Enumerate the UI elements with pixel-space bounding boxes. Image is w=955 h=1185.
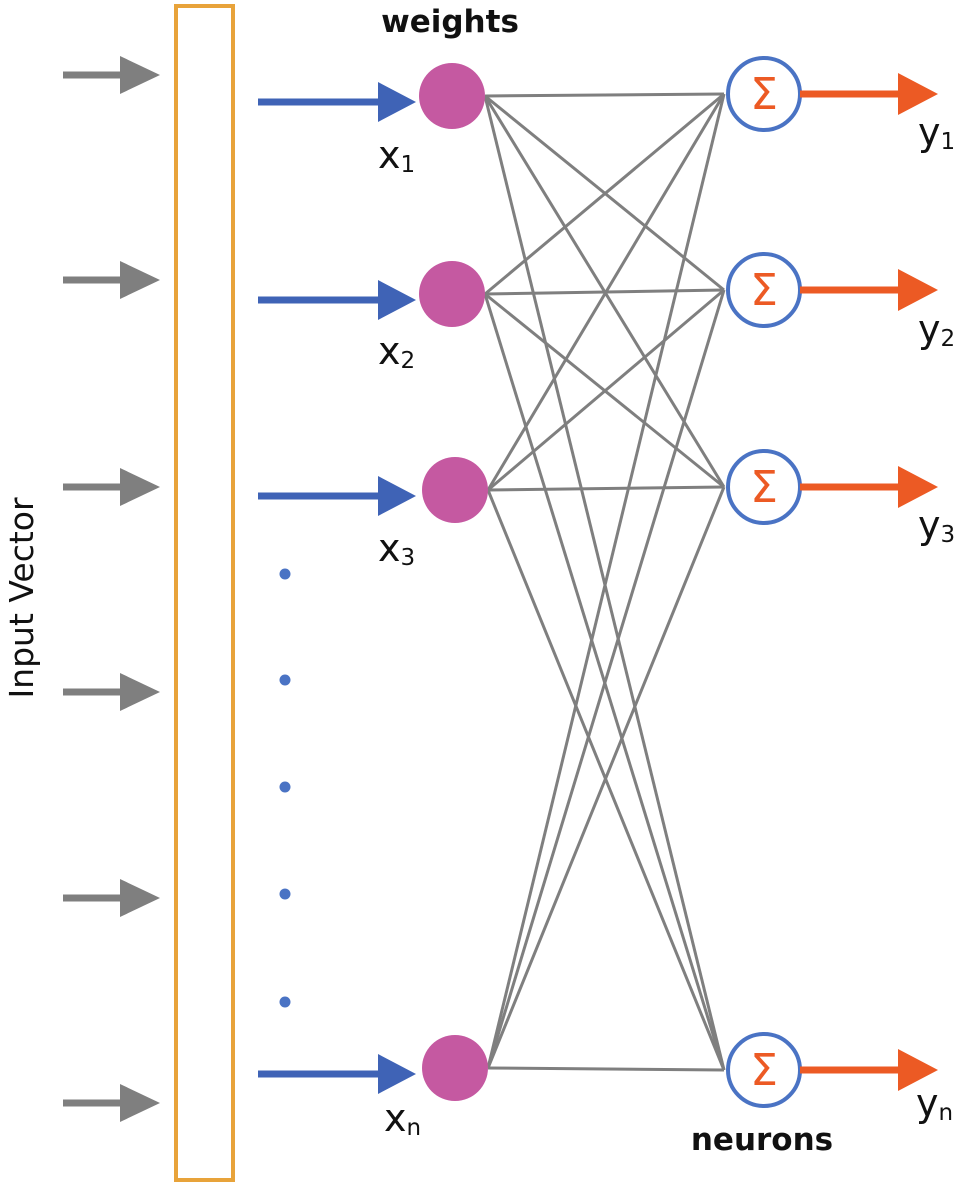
neurons-label: neurons: [691, 1122, 833, 1158]
input-arrow-3: [63, 468, 160, 506]
sigma-icon: Σ: [750, 69, 778, 120]
sigma-icon: Σ: [750, 462, 778, 513]
y-label-1: y1: [918, 110, 955, 155]
input-arrow-6: [63, 1084, 160, 1122]
x-arrow-4: [258, 1054, 416, 1094]
weight-node: [422, 457, 488, 523]
ellipsis-dot: [279, 996, 291, 1008]
sigma-icon: Σ: [750, 1045, 778, 1096]
output-arrow-1: [800, 73, 938, 115]
input-vector-box: [174, 4, 235, 1182]
input-arrow-2: [63, 261, 160, 299]
connection-line: [486, 93, 726, 491]
weight-nodes: [419, 63, 488, 1101]
input-vector-label: Input Vector: [2, 497, 41, 699]
connection-line: [486, 93, 726, 1069]
input-arrow-1: [63, 56, 160, 94]
ellipsis-dot: [279, 781, 291, 793]
neuron-node: Σ: [726, 1032, 802, 1108]
x-label-2: x2: [378, 329, 415, 374]
x-arrow-2: [258, 280, 416, 320]
weight-connections: [483, 92, 726, 1072]
neuron-nodes: Σ Σ Σ Σ: [726, 56, 802, 1108]
weight-node: [422, 1035, 488, 1101]
output-arrows: [800, 73, 938, 1091]
neuron-node: Σ: [726, 252, 802, 328]
neuron-node: Σ: [726, 449, 802, 525]
x-input-arrows: [258, 82, 416, 1094]
connection-line: [484, 92, 725, 98]
x-label-3: x3: [378, 526, 415, 571]
x-arrow-3: [258, 476, 416, 516]
output-labels: y1 y2 y3 yn: [916, 110, 955, 1126]
input-arrow-4: [63, 673, 160, 711]
output-arrow-4: [800, 1049, 938, 1091]
connection-line: [486, 486, 726, 1069]
ellipsis-dots: [279, 568, 291, 1008]
weight-node: [419, 63, 485, 129]
input-arrows: [63, 56, 160, 1122]
ellipsis-dot: [279, 674, 291, 686]
y-label-4: yn: [916, 1081, 953, 1126]
connection-line: [486, 289, 726, 1069]
neuron-node: Σ: [726, 56, 802, 132]
connection-line: [484, 92, 725, 296]
input-labels: x1 x2 x3 xn: [378, 133, 421, 1141]
sigma-icon: Σ: [750, 265, 778, 316]
x-arrow-1: [258, 82, 416, 122]
connection-line: [487, 1066, 725, 1072]
output-arrow-3: [800, 466, 938, 508]
ellipsis-dot: [279, 568, 291, 580]
input-arrow-5: [63, 879, 160, 917]
ellipsis-dot: [279, 888, 291, 900]
connection-line: [487, 288, 725, 492]
y-label-2: y2: [918, 307, 955, 352]
x-label-1: x1: [378, 133, 415, 178]
connection-line: [487, 485, 725, 492]
weight-node: [419, 261, 485, 327]
y-label-3: y3: [918, 503, 955, 548]
x-label-4: xn: [384, 1096, 421, 1141]
output-arrow-2: [800, 269, 938, 311]
weights-label: weights: [381, 4, 519, 40]
